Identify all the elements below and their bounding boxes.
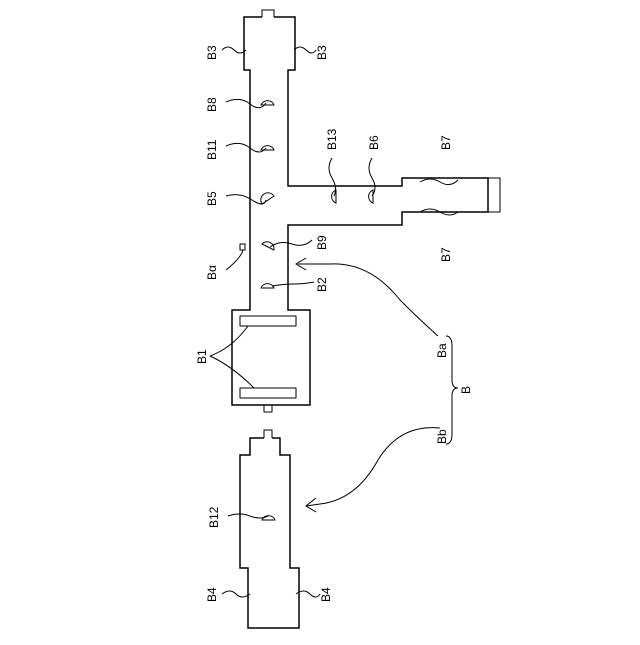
rail-upper xyxy=(240,316,296,326)
label-b3-right: B3 xyxy=(315,45,329,60)
leader-b9 xyxy=(270,240,312,247)
leader-b7-top xyxy=(420,179,458,185)
label-b9: B9 xyxy=(315,235,329,250)
label-b11: B11 xyxy=(205,139,219,160)
label-b5: B5 xyxy=(205,191,219,206)
leader-b12 xyxy=(228,514,268,518)
label-b1: B1 xyxy=(195,349,209,364)
leader-b11 xyxy=(226,143,266,152)
label-ba: Ba xyxy=(435,343,449,358)
square-bottom-tab xyxy=(264,405,272,412)
label-b7-bottom: B7 xyxy=(439,247,453,262)
feature-b6 xyxy=(369,190,373,203)
leader-bb-arrow xyxy=(306,428,440,506)
leader-b3-left xyxy=(222,47,246,53)
label-b4-left: B4 xyxy=(205,587,219,602)
leader-b-alpha xyxy=(226,250,243,270)
feature-b11 xyxy=(261,146,274,150)
top-tab xyxy=(262,10,274,17)
label-b: B xyxy=(459,386,473,394)
label-b2: B2 xyxy=(315,277,329,292)
label-bb: Bb xyxy=(435,429,449,444)
label-b3-left: B3 xyxy=(205,45,219,60)
label-b13: B13 xyxy=(325,128,339,150)
leader-ba-arrow xyxy=(298,264,438,336)
label-b4-right: B4 xyxy=(319,587,333,602)
lower-member-outline xyxy=(240,438,299,628)
feature-b5 xyxy=(261,193,274,204)
upper-member-outline xyxy=(232,17,488,405)
label-b7-top: B7 xyxy=(439,135,453,150)
label-b8: B8 xyxy=(205,97,219,112)
leader-b4-left xyxy=(222,591,250,597)
leader-b3-right xyxy=(294,47,316,53)
leader-b2 xyxy=(272,282,314,286)
alpha-marker xyxy=(240,244,245,250)
label-b12: B12 xyxy=(207,506,221,528)
leader-b5 xyxy=(226,195,266,204)
label-b-alpha: Bα xyxy=(205,265,219,280)
rail-lower xyxy=(240,388,296,398)
leader-b1-upper xyxy=(210,326,248,356)
label-b6: B6 xyxy=(367,135,381,150)
feature-b8 xyxy=(261,101,274,105)
branch-end-cap xyxy=(488,178,500,212)
lower-top-tab xyxy=(264,430,272,438)
leader-b8 xyxy=(226,99,266,107)
